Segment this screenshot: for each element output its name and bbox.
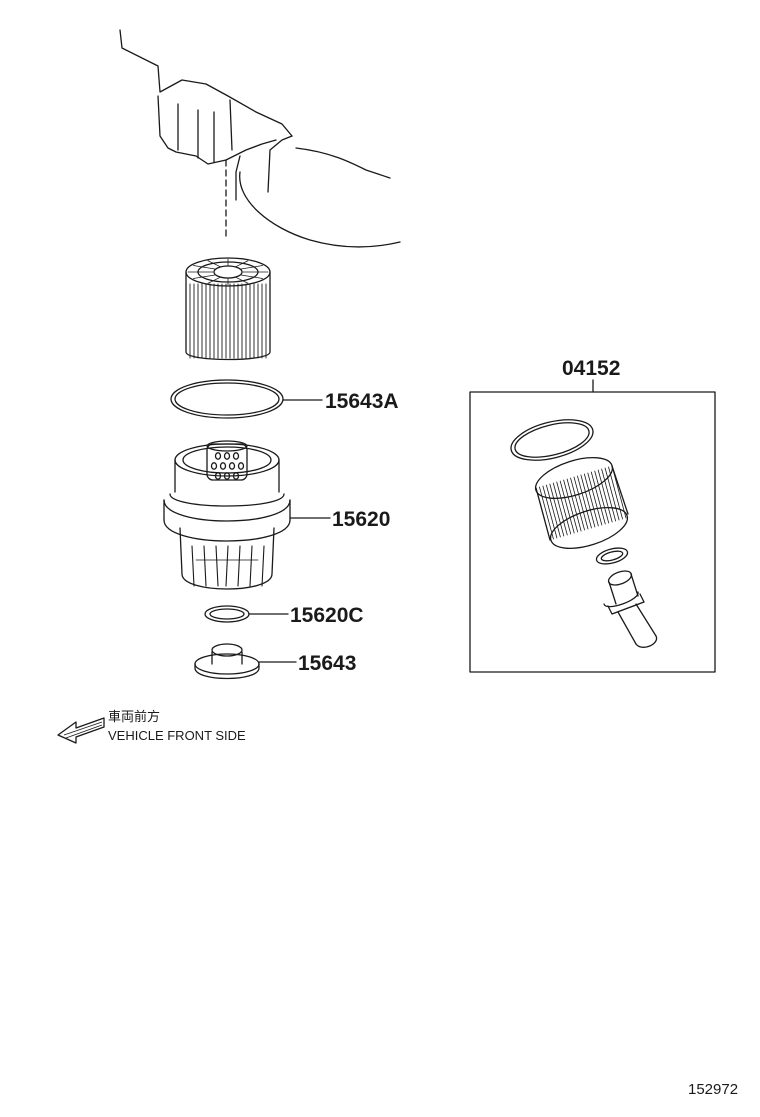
detail-line — [597, 469, 613, 523]
callout-04152: 04152 — [562, 357, 620, 380]
cap-hole — [228, 462, 236, 470]
cap-holes — [210, 452, 245, 480]
kit-drain-pipe — [603, 570, 658, 648]
detail-line — [240, 274, 264, 279]
kit-filter-pleats — [535, 465, 627, 541]
engine-block-outline — [119, 29, 401, 248]
kit-small-gasket — [595, 547, 629, 565]
gasket-15620c — [204, 605, 250, 623]
detail-line — [261, 545, 265, 587]
cap-hole — [237, 462, 245, 470]
detail-line — [207, 260, 221, 268]
detail-line — [570, 477, 585, 531]
detail-line — [611, 465, 627, 519]
cap-hole — [232, 452, 240, 460]
oil-filter-cap — [163, 440, 291, 590]
detail-line — [237, 545, 241, 587]
callout-15620: 15620 — [332, 508, 390, 531]
detail-line — [594, 470, 610, 524]
cap-hole — [219, 462, 227, 470]
detail-line — [235, 260, 249, 268]
detail-line — [566, 478, 582, 532]
detail-line — [601, 468, 617, 522]
leader-lines — [248, 379, 594, 663]
detail-line — [577, 475, 592, 529]
cap-hole — [214, 452, 222, 460]
detail-line — [225, 545, 229, 587]
detail-line — [573, 476, 589, 530]
detail-line — [563, 479, 579, 533]
cap-hole — [232, 472, 240, 480]
kit-o-ring — [510, 419, 594, 461]
detail-line — [235, 276, 249, 284]
detail-line — [608, 466, 623, 520]
detail-line — [587, 472, 603, 526]
detail-line — [552, 482, 568, 536]
oil-filter-element — [185, 257, 271, 361]
o-ring-15643a — [170, 379, 284, 419]
cap-hole — [210, 462, 218, 470]
diagram-number: 152972 — [688, 1081, 738, 1098]
detail-line — [207, 276, 221, 284]
detail-line — [215, 545, 219, 587]
detail-line — [583, 473, 599, 527]
callout-15620c: 15620C — [290, 604, 364, 627]
detail-line — [203, 545, 207, 587]
detail-line — [542, 485, 558, 539]
detail-line — [191, 545, 195, 587]
kit-filter-element — [534, 456, 629, 550]
direction-note-japanese: 車両前方 — [108, 709, 160, 724]
direction-note-english: VEHICLE FRONT SIDE — [108, 728, 246, 743]
cap-hole — [223, 452, 231, 460]
cap-hole — [214, 472, 222, 480]
detail-line — [240, 265, 264, 270]
detail-line — [535, 487, 551, 541]
detail-line — [556, 481, 572, 535]
detail-line — [539, 486, 554, 540]
detail-line — [549, 483, 565, 537]
cap-hole — [223, 472, 231, 480]
detail-line — [192, 265, 216, 270]
front-direction-arrow-icon — [57, 717, 105, 744]
filter-pleats — [187, 258, 269, 359]
drain-plug-15643 — [194, 643, 260, 680]
detail-line — [580, 474, 596, 528]
detail-line — [192, 274, 216, 279]
kit-04152-box — [469, 391, 716, 673]
detail-line — [545, 484, 561, 538]
callout-15643: 15643 — [298, 652, 356, 675]
cap-ribs — [191, 545, 265, 587]
detail-line — [249, 545, 253, 587]
callout-15643a: 15643A — [325, 390, 399, 413]
detail-line — [590, 471, 606, 525]
detail-line — [559, 480, 575, 534]
detail-line — [604, 467, 620, 521]
